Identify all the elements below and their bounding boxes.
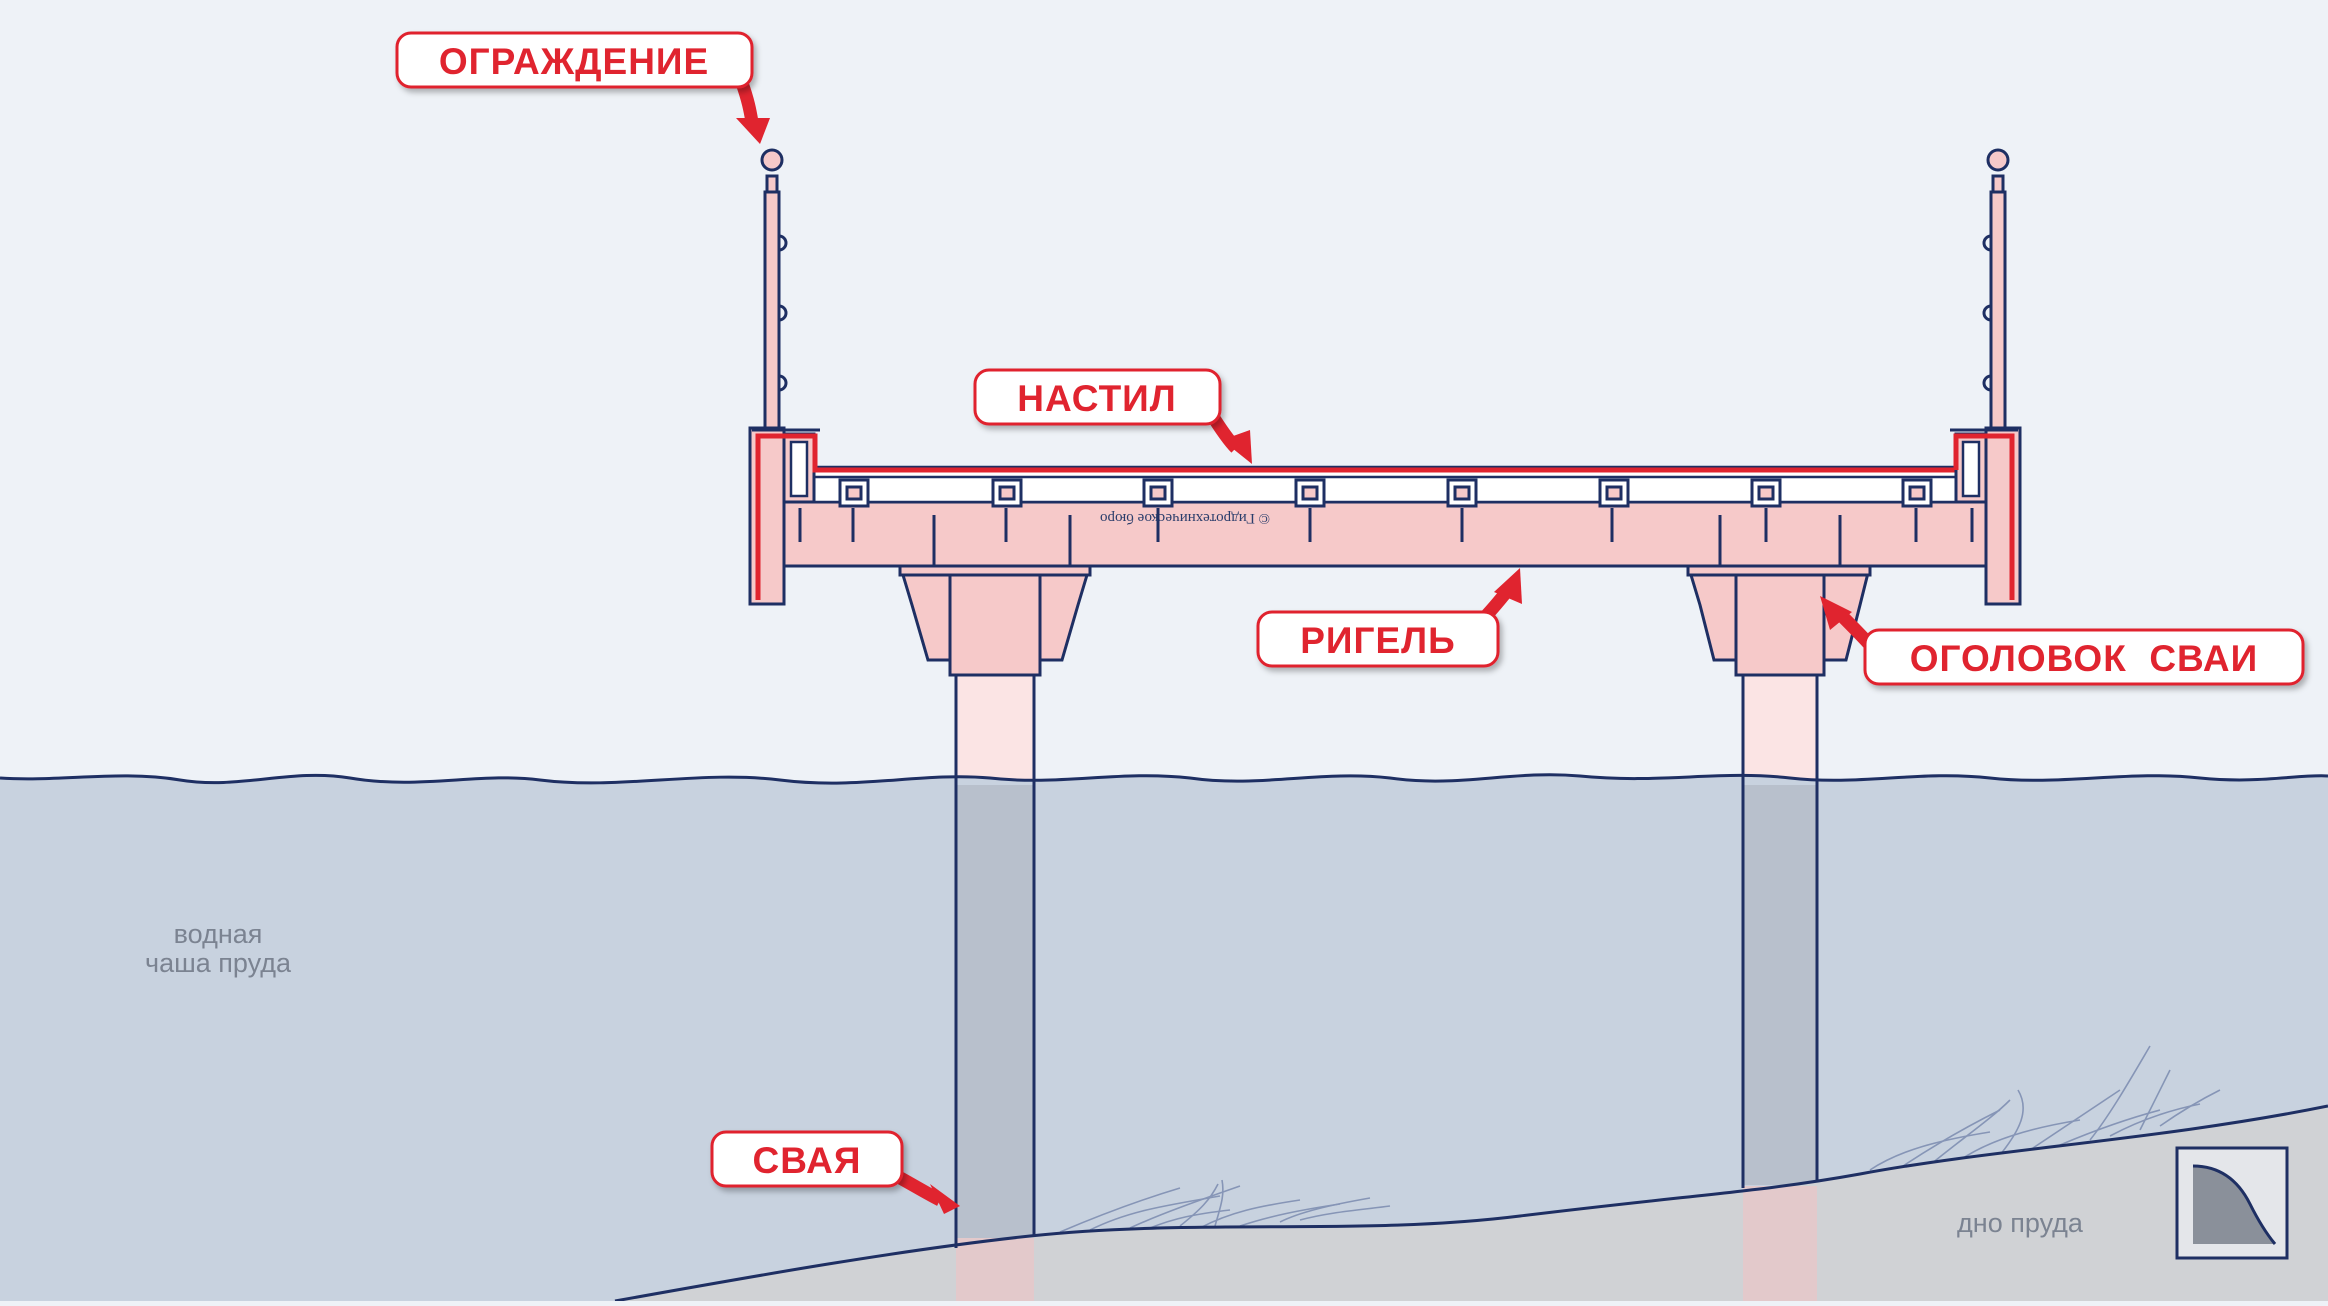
bottom-zone-label: дно пруда bbox=[1957, 1208, 2084, 1238]
callout-crossbeam: РИГЕЛЬ bbox=[1256, 610, 1500, 668]
callout-pile: СВАЯ bbox=[710, 1130, 904, 1188]
pile-left bbox=[954, 675, 1036, 1248]
pond-bottom-ground bbox=[615, 1106, 2328, 1301]
railing-right bbox=[1982, 148, 2010, 430]
pile-right bbox=[1741, 675, 1819, 1188]
ground-surface-line bbox=[614, 1104, 2328, 1303]
stringer-layer bbox=[806, 474, 1958, 504]
callout-crossbeam-label: РИГЕЛЬ bbox=[1300, 620, 1455, 661]
water-zone-label-line1: водная bbox=[174, 919, 263, 949]
callout-pile-label: СВАЯ bbox=[753, 1140, 862, 1181]
crossbeam-bolts bbox=[798, 508, 1974, 566]
callout-deck: НАСТИЛ bbox=[973, 368, 1222, 426]
credit-watermark: © Гидротехническое бюро bbox=[1100, 510, 1270, 526]
pile-right-upper bbox=[1743, 675, 1817, 785]
pile-left-upper bbox=[956, 675, 1034, 785]
pile-right-below-ground bbox=[1743, 1186, 1817, 1301]
water-zone-label-line2: чаша пруда bbox=[145, 948, 292, 978]
pile-left-underwater bbox=[956, 785, 1034, 1245]
callout-railing-label: ОГРАЖДЕНИЕ bbox=[439, 41, 709, 82]
callout-pile-cap-label: ОГОЛОВОК СВАИ bbox=[1910, 638, 2259, 679]
water-surface-line bbox=[0, 773, 2328, 785]
callout-deck-label: НАСТИЛ bbox=[1017, 378, 1176, 419]
seabed-grass-left bbox=[1059, 1179, 1391, 1233]
railing-left bbox=[760, 148, 788, 430]
callout-pile-cap: ОГОЛОВОК СВАИ bbox=[1863, 628, 2305, 686]
crossbeam bbox=[778, 500, 1992, 568]
right-end-beam bbox=[1950, 426, 2022, 606]
pile-cap-left bbox=[897, 563, 1093, 677]
stringer-blocks bbox=[838, 478, 1933, 508]
pile-right-underwater bbox=[1743, 785, 1817, 1185]
pile-left-below-ground bbox=[956, 1238, 1034, 1301]
wave-curve-icon bbox=[2175, 1146, 2289, 1260]
left-end-beam bbox=[748, 426, 1956, 606]
callout-railing: ОГРАЖДЕНИЕ bbox=[395, 31, 754, 89]
seabed-grass-right bbox=[1869, 1045, 2221, 1171]
